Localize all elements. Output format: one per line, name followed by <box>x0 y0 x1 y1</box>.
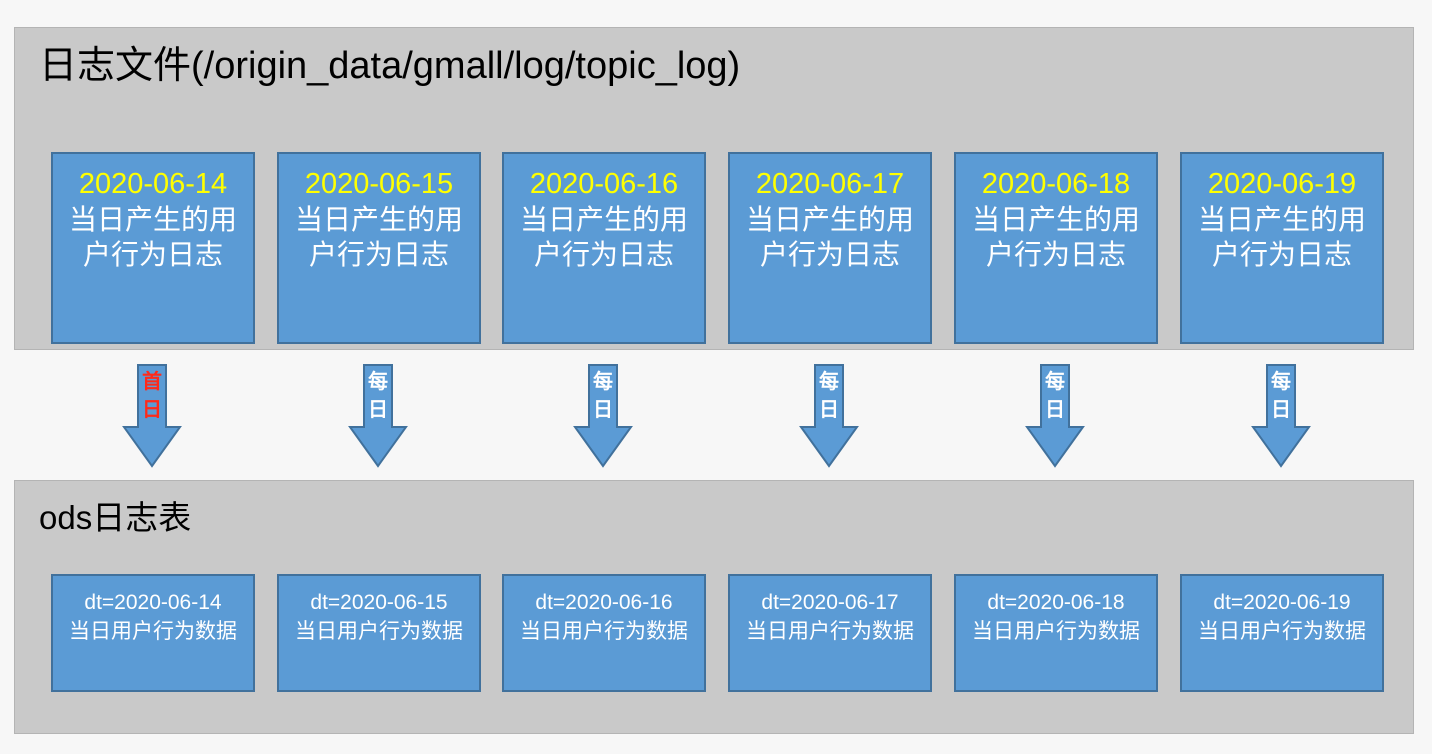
arrow-label: 首日 <box>122 368 182 424</box>
arrow-label-char-2: 日 <box>142 399 162 421</box>
log-file-box[interactable]: 2020-06-19 当日产生的用户行为日志 <box>1180 152 1384 344</box>
ods-partition-box-description: 当日用户行为数据 <box>746 620 914 643</box>
arrow-label-char-2: 日 <box>1045 399 1065 421</box>
log-file-box-date: 2020-06-17 <box>755 168 905 200</box>
ods-partition-box[interactable]: dt=2020-06-19 当日用户行为数据 <box>1180 574 1384 692</box>
log-file-box-description: 当日产生的用户行为日志 <box>295 204 464 270</box>
ods-partition-box-description: 当日用户行为数据 <box>69 620 237 643</box>
log-file-group: 日志文件(/origin_data/gmall/log/topic_log) 2… <box>14 27 1414 350</box>
log-file-box[interactable]: 2020-06-17 当日产生的用户行为日志 <box>728 152 932 344</box>
arrow-label: 每日 <box>799 368 859 424</box>
ods-partition-box-description: 当日用户行为数据 <box>295 620 463 643</box>
arrow-label-char-2: 日 <box>1271 399 1291 421</box>
log-file-box[interactable]: 2020-06-15 当日产生的用户行为日志 <box>277 152 481 344</box>
arrow-daily: 每日 <box>1025 364 1085 468</box>
log-file-box-date: 2020-06-18 <box>981 168 1131 200</box>
log-file-group-title: 日志文件(/origin_data/gmall/log/topic_log) <box>39 45 741 87</box>
log-file-box-description: 当日产生的用户行为日志 <box>1198 204 1367 270</box>
log-file-box-date: 2020-06-15 <box>304 168 454 200</box>
ods-partition-box-description: 当日用户行为数据 <box>520 620 688 643</box>
ods-partition-box-date: dt=2020-06-16 <box>535 591 673 614</box>
arrow-daily: 每日 <box>799 364 859 468</box>
ods-partition-box[interactable]: dt=2020-06-17 当日用户行为数据 <box>728 574 932 692</box>
ods-partition-box-date: dt=2020-06-19 <box>1213 591 1351 614</box>
ods-partition-box-date: dt=2020-06-18 <box>987 591 1125 614</box>
log-file-box-description: 当日产生的用户行为日志 <box>746 204 915 270</box>
log-file-box-description: 当日产生的用户行为日志 <box>520 204 689 270</box>
arrow-label-char-2: 日 <box>593 399 613 421</box>
log-file-box-date: 2020-06-19 <box>1207 168 1357 200</box>
ods-partition-box-date: dt=2020-06-14 <box>84 591 222 614</box>
arrow-daily: 每日 <box>348 364 408 468</box>
arrow-label-char-1: 首 <box>142 371 162 393</box>
ods-partition-box[interactable]: dt=2020-06-16 当日用户行为数据 <box>502 574 706 692</box>
arrow-label-char-1: 每 <box>368 371 388 393</box>
arrow-label: 每日 <box>573 368 633 424</box>
arrow-label-char-1: 每 <box>819 371 839 393</box>
log-file-box[interactable]: 2020-06-18 当日产生的用户行为日志 <box>954 152 1158 344</box>
arrow-label-char-2: 日 <box>368 399 388 421</box>
ods-table-group-title: ods日志表 <box>39 499 192 536</box>
ods-partition-box[interactable]: dt=2020-06-14 当日用户行为数据 <box>51 574 255 692</box>
arrow-label-char-1: 每 <box>593 371 613 393</box>
arrow-label-char-1: 每 <box>1045 371 1065 393</box>
arrow-daily: 每日 <box>573 364 633 468</box>
log-file-box-description: 当日产生的用户行为日志 <box>69 204 238 270</box>
log-file-box-date: 2020-06-14 <box>78 168 228 200</box>
ods-partition-box-description: 当日用户行为数据 <box>972 620 1140 643</box>
log-file-box-description: 当日产生的用户行为日志 <box>972 204 1141 270</box>
ods-partition-box-date: dt=2020-06-17 <box>761 591 899 614</box>
arrow-first-day: 首日 <box>122 364 182 468</box>
arrow-label-char-2: 日 <box>819 399 839 421</box>
ods-partition-box-date: dt=2020-06-15 <box>310 591 448 614</box>
arrow-label-char-1: 每 <box>1271 371 1291 393</box>
ods-partition-box[interactable]: dt=2020-06-15 当日用户行为数据 <box>277 574 481 692</box>
arrow-label: 每日 <box>1251 368 1311 424</box>
arrow-label: 每日 <box>348 368 408 424</box>
arrow-label: 每日 <box>1025 368 1085 424</box>
log-file-box[interactable]: 2020-06-16 当日产生的用户行为日志 <box>502 152 706 344</box>
ods-partition-box-description: 当日用户行为数据 <box>1198 620 1366 643</box>
log-file-box-date: 2020-06-16 <box>529 168 679 200</box>
log-file-box[interactable]: 2020-06-14 当日产生的用户行为日志 <box>51 152 255 344</box>
ods-partition-box[interactable]: dt=2020-06-18 当日用户行为数据 <box>954 574 1158 692</box>
arrow-daily: 每日 <box>1251 364 1311 468</box>
